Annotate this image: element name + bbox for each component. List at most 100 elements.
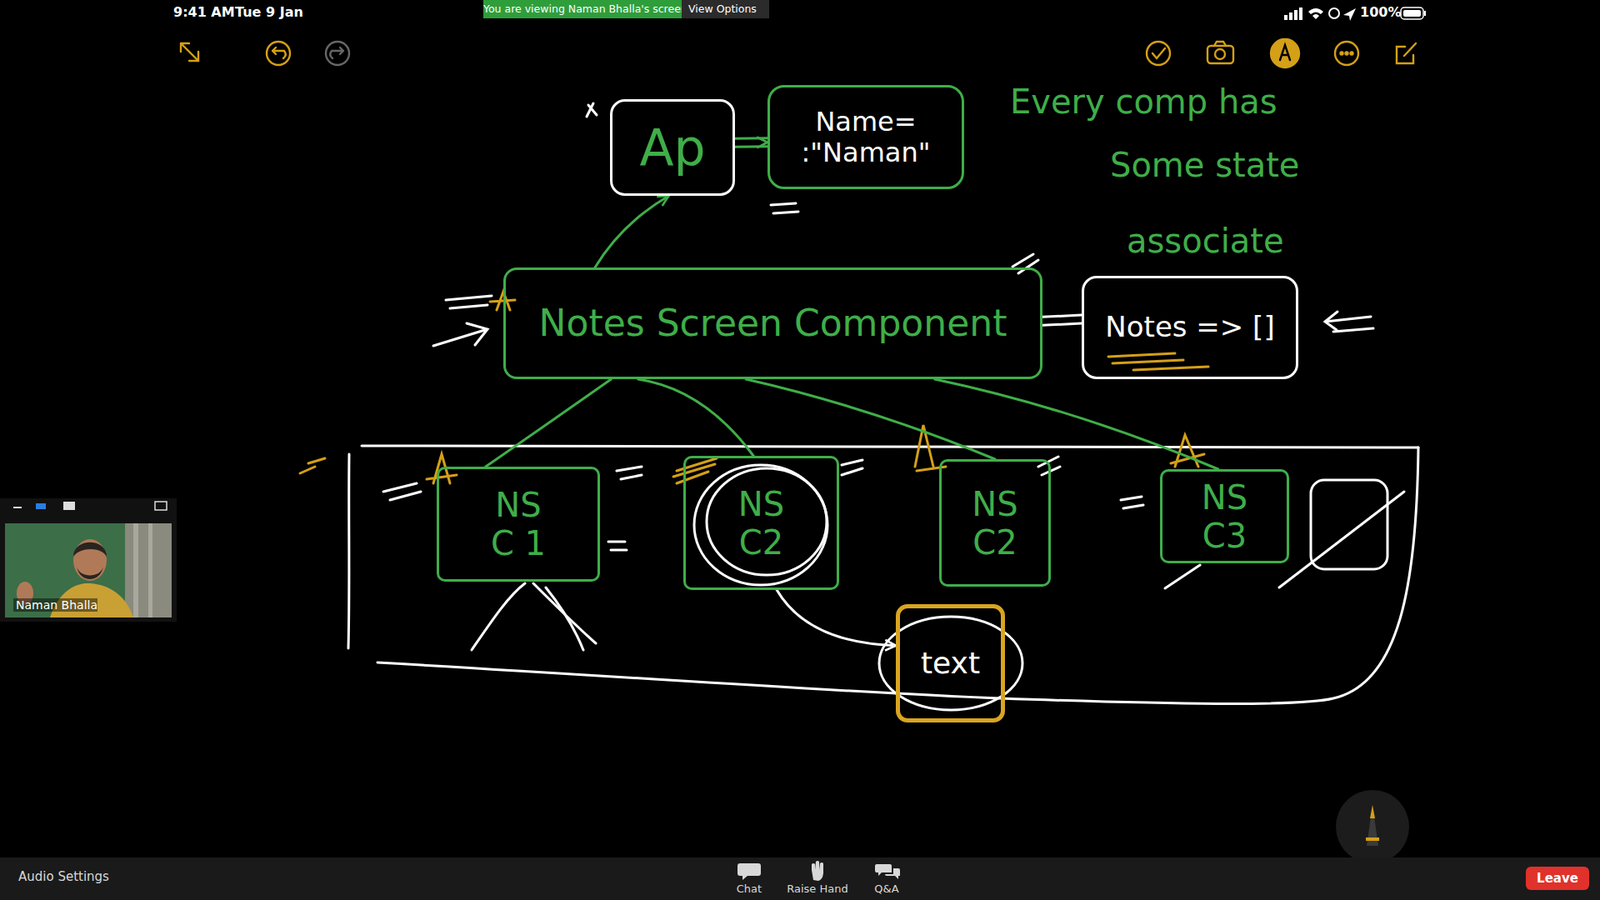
drawing-stroke: [348, 454, 350, 649]
whiteboard-box: NS C 1: [436, 466, 600, 582]
text-label: Audio Settings: [18, 869, 110, 885]
drawing-stroke: [694, 465, 828, 585]
drawing-stroke: [1350, 52, 1354, 55]
box-label: Ap: [639, 119, 705, 177]
connector-stroke: [1042, 315, 1082, 317]
drawing-stroke: [885, 868, 900, 880]
connector-path: [1042, 319, 1082, 321]
text-label: 100%: [1360, 4, 1401, 20]
drawing-stroke: [1400, 7, 1424, 20]
status-icons: [1284, 7, 1426, 21]
drawing-stroke: [1333, 328, 1374, 332]
drawing-stroke: [73, 542, 107, 557]
drawing-stroke: [1329, 8, 1340, 19]
connector: [638, 379, 754, 456]
drawing-stroke: [1214, 41, 1226, 46]
drawing-stroke: [1335, 41, 1359, 65]
drawing-stroke: [1396, 43, 1416, 64]
drawing-stroke: [1343, 8, 1356, 21]
text-label: Q&A: [861, 882, 912, 895]
crossed-box: [1165, 480, 1405, 589]
drawing-stroke: [1370, 805, 1375, 819]
drawing-stroke: [1146, 41, 1170, 65]
drawing-stroke: [433, 323, 488, 346]
drawing-stroke: [811, 860, 824, 881]
drawing-stroke: [13, 506, 22, 509]
connector-path: [485, 379, 612, 467]
share-banner: You are viewing Naman Bhalla's screen: [483, 0, 682, 19]
text-label: Every comp has Some state: [1010, 70, 1327, 197]
text-label: View Options: [681, 0, 770, 19]
connector-stroke: [735, 136, 768, 140]
drawing-stroke: [1424, 10, 1426, 16]
drawing-stroke: [1289, 12, 1293, 20]
drawing-stroke: [1279, 491, 1405, 588]
text-label: Chat: [724, 882, 775, 895]
children-enclosure: [348, 445, 1419, 704]
drawing-stroke: [1270, 39, 1300, 68]
connector-path: [735, 141, 768, 143]
text-label: Tue 9 Jan: [235, 4, 304, 20]
drawing-stroke: [1340, 52, 1344, 55]
drawing-stroke: [586, 103, 597, 117]
connector: [745, 379, 995, 460]
drawing-stroke: [1366, 805, 1379, 846]
drawing-stroke: [616, 466, 642, 480]
drawing-stroke: [1152, 48, 1165, 59]
box-label: NS C 1: [488, 485, 549, 563]
drawing-stroke: [361, 445, 1419, 448]
connector-stroke: [735, 145, 768, 148]
drawing-stroke: [1280, 45, 1290, 60]
box-label: NS C3: [1195, 478, 1255, 555]
text-label: Raise Hand: [767, 882, 868, 895]
drawing-stroke: [1108, 353, 1209, 370]
subtree-lines: [471, 583, 596, 650]
drawing-stroke: [35, 503, 46, 510]
drawing-stroke: [1207, 45, 1234, 64]
whiteboard-box: NS C3: [1160, 469, 1290, 564]
drawing-stroke: [1403, 10, 1421, 17]
connector-path: [638, 379, 754, 456]
drawing-stroke: [471, 583, 525, 650]
yellow-marks: [300, 291, 1209, 484]
box-label: Name= :"Naman": [799, 106, 933, 169]
box-label: Notes Screen Component: [539, 302, 1008, 345]
pen-button: [1335, 790, 1410, 864]
connector-stroke: [1042, 323, 1082, 325]
drawing-stroke: [1299, 7, 1303, 20]
drawing-stroke: [1284, 15, 1288, 20]
drawing-stroke: [1215, 49, 1225, 60]
drawing-stroke: [875, 864, 892, 876]
connector-path: [935, 379, 1219, 470]
drawing-stroke: [76, 566, 104, 580]
drawing-stroke: [133, 523, 139, 618]
drawing-stroke: [1325, 311, 1371, 330]
drawing-stroke: [1308, 8, 1324, 15]
drawing-stroke: [490, 291, 515, 310]
connector: [595, 195, 670, 268]
video-tile: [0, 498, 177, 622]
drawing-stroke: [0, 498, 177, 622]
drawing-stroke: [706, 468, 827, 575]
drawing-stroke: [325, 41, 350, 65]
meeting-controls: [0, 857, 1600, 900]
connector: [935, 379, 1219, 470]
connector: [485, 379, 612, 467]
drawing-stroke: [737, 863, 761, 880]
drawing-stroke: [0, 857, 1600, 900]
drawing-stroke: [330, 47, 344, 59]
connector: [735, 138, 768, 147]
whiteboard-box: text: [895, 604, 1005, 723]
toolbar-icons: [180, 39, 1416, 68]
drawing-stroke: [673, 458, 717, 484]
drawing-stroke: [1294, 10, 1298, 20]
whiteboard-box: NS C2: [939, 459, 1051, 587]
drawing-stroke: [445, 295, 492, 309]
text-label: Naman Bhalla: [13, 598, 98, 612]
drawing-stroke: [841, 460, 863, 475]
whiteboard-box: Ap: [610, 99, 735, 196]
drawing-stroke: [63, 501, 75, 510]
drawing-stroke: [770, 203, 799, 214]
